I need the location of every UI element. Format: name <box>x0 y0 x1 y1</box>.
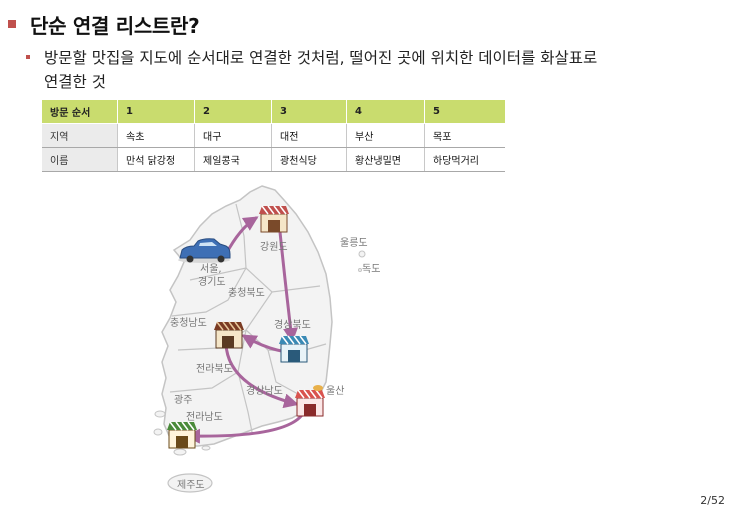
table-header-cell: 2 <box>194 100 272 124</box>
label-ulsan: 울산 <box>326 385 344 397</box>
row-header-cell: 지역 <box>42 123 118 148</box>
route-arrow-4 <box>224 342 299 409</box>
route-arrow-2 <box>278 230 299 343</box>
table-header-cell: 방문 순서 <box>42 100 118 124</box>
small-islands <box>153 410 211 456</box>
region-labels: 강원도 울릉도 독도 서울, 경기도 충청북도 충청남도 경상북도 전라북도 경… <box>170 237 380 491</box>
label-gangwon: 강원도 <box>260 241 288 253</box>
table-cell: 목포 <box>424 123 505 148</box>
table-header-row: 방문 순서 1 2 3 4 5 <box>42 100 505 124</box>
row-header-cell: 이름 <box>42 147 118 172</box>
route-arrow-5 <box>185 410 306 444</box>
table-cell: 광천식당 <box>271 147 347 172</box>
table-row: 지역 속초 대구 대전 부산 목포 <box>42 123 505 148</box>
table-header-cell: 5 <box>424 100 505 124</box>
table-cell: 하당먹거리 <box>424 147 505 172</box>
subtitle-bullet <box>26 55 30 59</box>
jejudo-island <box>167 473 213 493</box>
ulleungdo-island <box>358 250 366 258</box>
table-cell: 만석 닭강정 <box>117 147 195 172</box>
table-cell: 대구 <box>194 123 272 148</box>
table-cell: 부산 <box>346 123 425 148</box>
dokdo-island <box>358 268 362 272</box>
page-number: 2/52 <box>700 494 725 507</box>
table-header-cell: 4 <box>346 100 425 124</box>
car-icon <box>178 238 231 263</box>
subtitle-row: 방문할 맛집을 지도에 순서대로 연결한 것처럼, 떨어진 곳에 위치한 데이터… <box>26 46 716 94</box>
shop-icon-daegu <box>279 335 309 363</box>
subtitle-text: 방문할 맛집을 지도에 순서대로 연결한 것처럼, 떨어진 곳에 위치한 데이터… <box>44 46 597 94</box>
label-chungnam: 충청남도 <box>170 317 207 329</box>
shop-icon-mokpo <box>167 421 197 449</box>
title-row: 단순 연결 리스트란? <box>8 10 200 38</box>
label-gyeongnam: 경상남도 <box>246 384 283 397</box>
label-jejudo: 제주도 <box>177 479 205 491</box>
korea-route-map: 강원도 울릉도 독도 서울, 경기도 충청북도 충청남도 경상북도 전라북도 경… <box>153 185 380 493</box>
label-gwangju: 광주 <box>174 394 192 406</box>
label-jeonbuk: 전라북도 <box>196 363 233 375</box>
label-chungbuk: 충청북도 <box>228 287 265 299</box>
label-gyeongbuk: 경상북도 <box>274 318 311 331</box>
label-jeonnam: 전라남도 <box>186 411 223 423</box>
shop-icon-sokcho <box>259 205 289 233</box>
label-seoul: 서울, <box>200 263 222 275</box>
slide-title: 단순 연결 리스트란? <box>30 13 200 38</box>
label-dokdo: 독도 <box>362 263 380 275</box>
table-header-cell: 3 <box>271 100 347 124</box>
table-cell: 제일콩국 <box>194 147 272 172</box>
label-ulleungdo: 울릉도 <box>340 237 368 249</box>
title-bullet <box>8 20 16 28</box>
table-cell: 속초 <box>117 123 195 148</box>
visit-table: 방문 순서 1 2 3 4 5 지역 속초 대구 대전 부산 목포 이름 만석 … <box>42 100 505 172</box>
shop-icon-busan <box>295 385 325 417</box>
table-cell: 대전 <box>271 123 347 148</box>
subtitle-line-2: 연결한 것 <box>44 73 106 91</box>
table-header-cell: 1 <box>117 100 195 124</box>
table-row: 이름 만석 닭강정 제일콩국 광천식당 황산냉밀면 하당먹거리 <box>42 147 505 172</box>
subtitle-line-1: 방문할 맛집을 지도에 순서대로 연결한 것처럼, 떨어진 곳에 위치한 데이터… <box>44 49 598 67</box>
table-cell: 황산냉밀면 <box>346 147 425 172</box>
shop-icon-daejeon <box>214 321 244 349</box>
label-gyeonggi: 경기도 <box>198 275 226 288</box>
